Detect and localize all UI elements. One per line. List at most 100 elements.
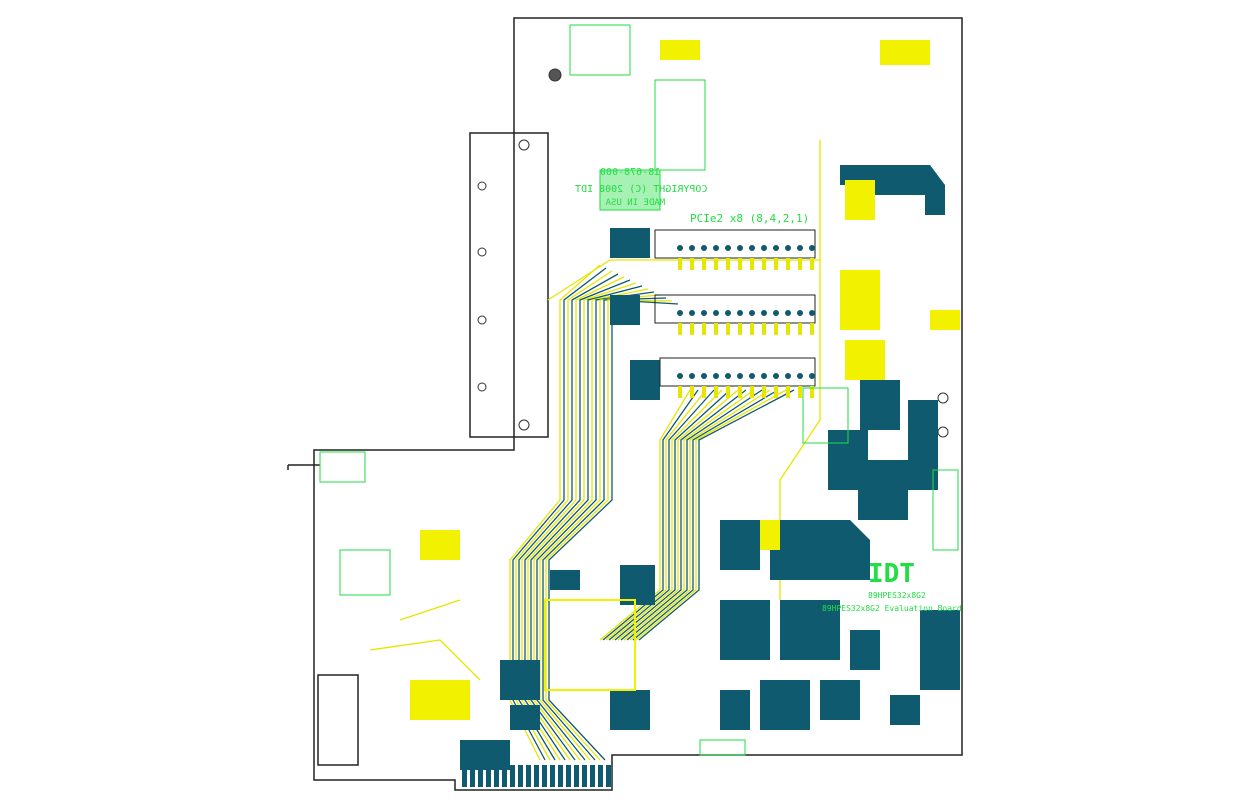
- finger: [542, 765, 547, 787]
- silkscreen-text: 18-678-000 COPYRIGHT (C) 2008 IDT MADE I…: [575, 167, 962, 613]
- slot-pin: [689, 310, 695, 316]
- trace: [635, 389, 787, 641]
- slot-pin-trace: [810, 323, 814, 335]
- slot-pin-trace: [798, 258, 802, 270]
- trace: [638, 389, 795, 641]
- trace: [632, 389, 779, 641]
- slot-pin-trace: [762, 323, 766, 335]
- slot-pin-trace: [786, 323, 790, 335]
- slot-pin: [725, 245, 731, 251]
- slot-pin-trace: [774, 258, 778, 270]
- trace: [623, 389, 755, 641]
- slot-pins: [677, 245, 815, 398]
- slot-pin-trace: [774, 386, 778, 398]
- slot-pin-trace: [786, 386, 790, 398]
- finger: [478, 765, 483, 787]
- finger: [494, 765, 499, 787]
- slot-pin-trace: [702, 323, 706, 335]
- trace: [536, 291, 655, 761]
- component-pads: [410, 40, 960, 720]
- trace: [626, 389, 763, 641]
- slot-pin-trace: [702, 258, 706, 270]
- slot-pin-trace: [798, 386, 802, 398]
- slot-pin-trace: [690, 258, 694, 270]
- slot-pin-trace: [726, 386, 730, 398]
- trace: [629, 389, 771, 641]
- slot-pin: [701, 245, 707, 251]
- slot-pin: [725, 373, 731, 379]
- trace: [620, 389, 747, 641]
- mounting-holes: [477, 68, 949, 438]
- finger: [462, 765, 467, 787]
- slot-pin-trace: [726, 323, 730, 335]
- slot-pin: [809, 310, 815, 316]
- trace: [617, 389, 739, 641]
- trace: [369, 599, 481, 681]
- idt-logo: IDT: [868, 559, 915, 589]
- slot-pin-trace: [678, 258, 682, 270]
- copyright-label: COPYRIGHT (C) 2008 IDT: [575, 184, 707, 195]
- slot-pin-trace: [714, 258, 718, 270]
- finger: [486, 765, 491, 787]
- slot-pin: [761, 245, 767, 251]
- finger: [558, 765, 563, 787]
- finger: [534, 765, 539, 787]
- silkscreen-outlines: [319, 24, 959, 756]
- slot-pin: [749, 245, 755, 251]
- slot-pin-trace: [810, 258, 814, 270]
- trace: [614, 389, 731, 641]
- slot-pin-trace: [690, 323, 694, 335]
- slot-pin-trace: [702, 386, 706, 398]
- trace: [611, 389, 723, 641]
- finger: [526, 765, 531, 787]
- board-name-label: 89HPES32x8G2 Evaluation Board: [822, 604, 962, 613]
- finger: [470, 765, 475, 787]
- slot-pin: [773, 245, 779, 251]
- slot-pin: [689, 245, 695, 251]
- slot-pin-trace: [738, 258, 742, 270]
- slot-pin: [713, 310, 719, 316]
- slot-pin-trace: [726, 258, 730, 270]
- finger: [502, 765, 507, 787]
- slot-pin-trace: [678, 323, 682, 335]
- slot-pin: [749, 373, 755, 379]
- slot-pin: [701, 373, 707, 379]
- slot-pin-trace: [762, 386, 766, 398]
- slot-pin-trace: [762, 258, 766, 270]
- slot-pin-trace: [690, 386, 694, 398]
- slot-pin: [737, 310, 743, 316]
- slot-pin-trace: [786, 258, 790, 270]
- slot-pin: [737, 373, 743, 379]
- finger: [598, 765, 603, 787]
- trace: [599, 389, 691, 641]
- slot-pin: [785, 310, 791, 316]
- finger: [550, 765, 555, 787]
- slot-pin-trace: [798, 323, 802, 335]
- slot-pin: [677, 245, 683, 251]
- made-in-label: MADE IN USA: [605, 198, 665, 208]
- slot-pin-trace: [750, 386, 754, 398]
- slot-pin-trace: [714, 323, 718, 335]
- trace: [533, 288, 649, 761]
- slot-pin-trace: [810, 386, 814, 398]
- slot-pin: [677, 373, 683, 379]
- slot-pin-trace: [714, 386, 718, 398]
- device-label: 89HPES32x8G2: [868, 591, 926, 600]
- finger: [510, 765, 515, 787]
- slot-pin-trace: [750, 323, 754, 335]
- slot-pin-trace: [750, 258, 754, 270]
- finger: [566, 765, 571, 787]
- finger: [518, 765, 523, 787]
- slot-pin: [797, 373, 803, 379]
- finger: [606, 765, 611, 787]
- slot-pin: [713, 245, 719, 251]
- slot-pin: [761, 310, 767, 316]
- finger: [582, 765, 587, 787]
- slot-pin: [761, 373, 767, 379]
- slot-pin: [725, 310, 731, 316]
- slot-pin-trace: [678, 386, 682, 398]
- part-number-label: 18-678-000: [600, 167, 660, 178]
- pcie-slots: [654, 229, 816, 387]
- slot-pin-trace: [774, 323, 778, 335]
